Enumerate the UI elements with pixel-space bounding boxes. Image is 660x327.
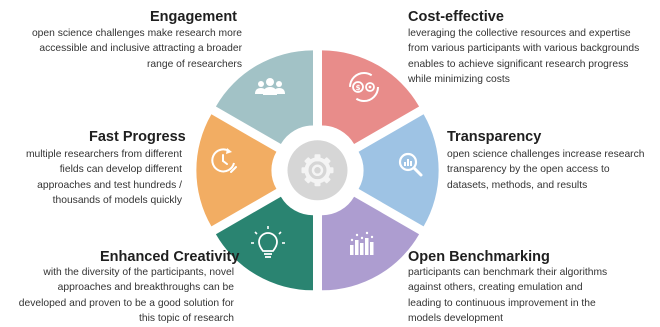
enhanced-creativity-description: with the diversity of the participants, … xyxy=(18,267,234,324)
cost-effective-description: leveraging the collective resources and … xyxy=(408,28,640,85)
segment-fast-progress xyxy=(196,114,277,227)
segment-engagement xyxy=(215,50,313,144)
enhanced-creativity-title: Enhanced Creativity xyxy=(100,249,240,265)
open-benchmarking-title: Open Benchmarking xyxy=(408,249,550,265)
transparency-description: open science challenges increase researc… xyxy=(447,149,645,191)
engagement-title: Engagement xyxy=(150,9,238,25)
center-hub xyxy=(287,140,348,201)
segment-transparency xyxy=(358,114,439,227)
gear-icon xyxy=(301,154,334,187)
bar-chart-icon xyxy=(350,231,374,255)
magnifier-chart-icon xyxy=(398,152,423,177)
segment-cost-effective xyxy=(322,50,420,144)
people-icon xyxy=(255,78,285,95)
svg-text:$: $ xyxy=(356,84,361,92)
cost-effective-title: Cost-effective xyxy=(408,9,504,25)
engagement-description: open science challenges make research mo… xyxy=(31,28,242,70)
fast-progress-title: Fast Progress xyxy=(89,129,186,145)
money-cycle-icon: $ xyxy=(349,72,379,102)
fast-progress-description: multiple researchers from different fiel… xyxy=(25,149,182,206)
lightbulb-icon xyxy=(251,226,285,258)
transparency-title: Transparency xyxy=(447,129,542,145)
segment-enhanced-creativity xyxy=(215,196,313,291)
timer-icon xyxy=(211,148,237,173)
open-benchmarking-description: participants can benchmark their algorit… xyxy=(408,267,608,324)
